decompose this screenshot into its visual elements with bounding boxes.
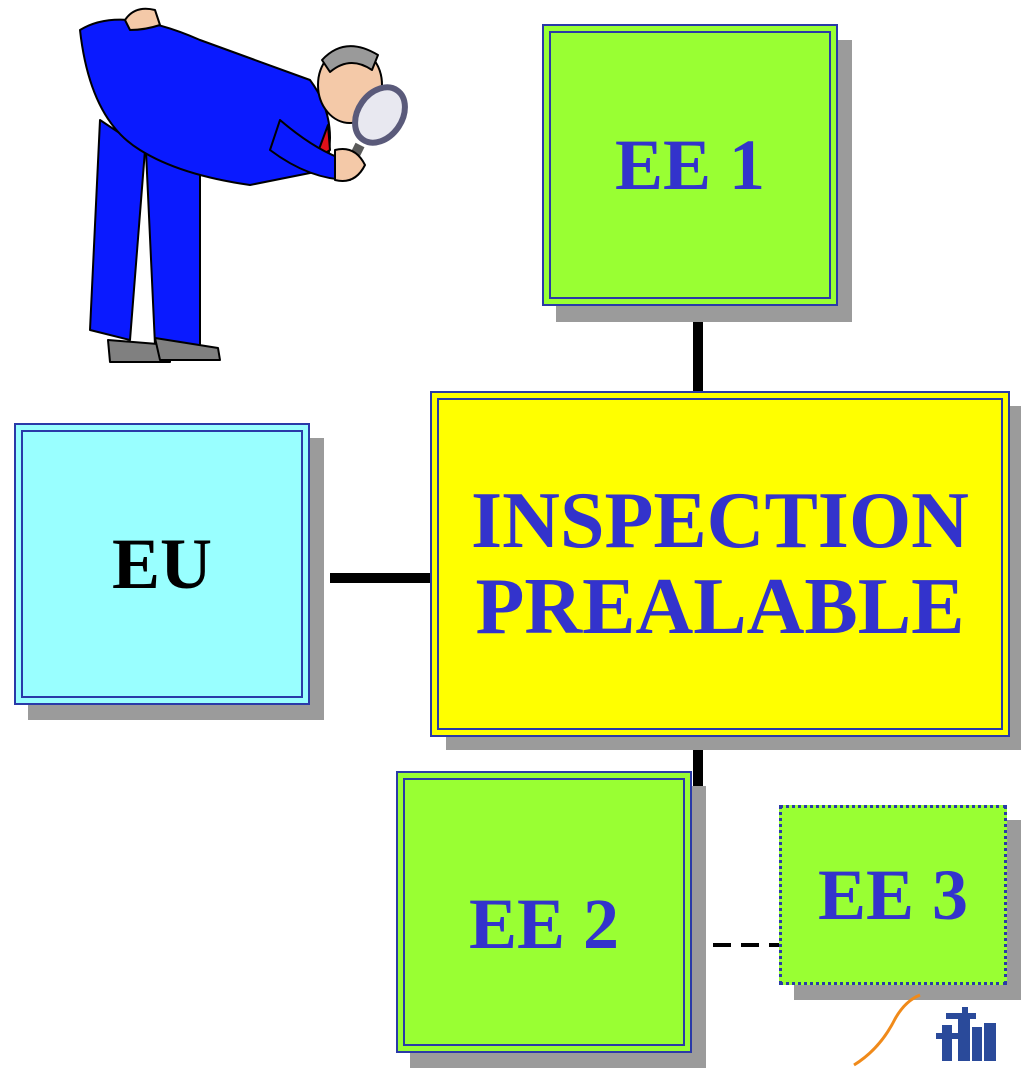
inspector-illustration — [79, 7, 408, 363]
inspection-line2: PREALABLE — [475, 563, 965, 651]
ee3-box: EE 3 — [779, 805, 1007, 985]
ee2-label: EE 2 — [468, 884, 620, 964]
ee1-box: EE 1 — [542, 24, 838, 306]
organization-logo-icon — [853, 993, 996, 1067]
inspection-line1: INSPECTION — [471, 477, 969, 565]
connector-eu-center — [330, 573, 430, 583]
eu-label: EU — [111, 524, 213, 604]
connector-center-ee2 — [693, 738, 703, 790]
ee2-box: EE 2 — [396, 771, 692, 1053]
connector-ee1-center — [693, 320, 703, 392]
logo — [853, 993, 996, 1067]
ee1-label: EE 1 — [614, 125, 766, 205]
ee3-label: EE 3 — [817, 855, 969, 935]
eu-box: EU — [14, 423, 310, 705]
inspector-with-magnifier-icon — [79, 7, 408, 363]
inspection-box: INSPECTION PREALABLE — [430, 391, 1010, 737]
